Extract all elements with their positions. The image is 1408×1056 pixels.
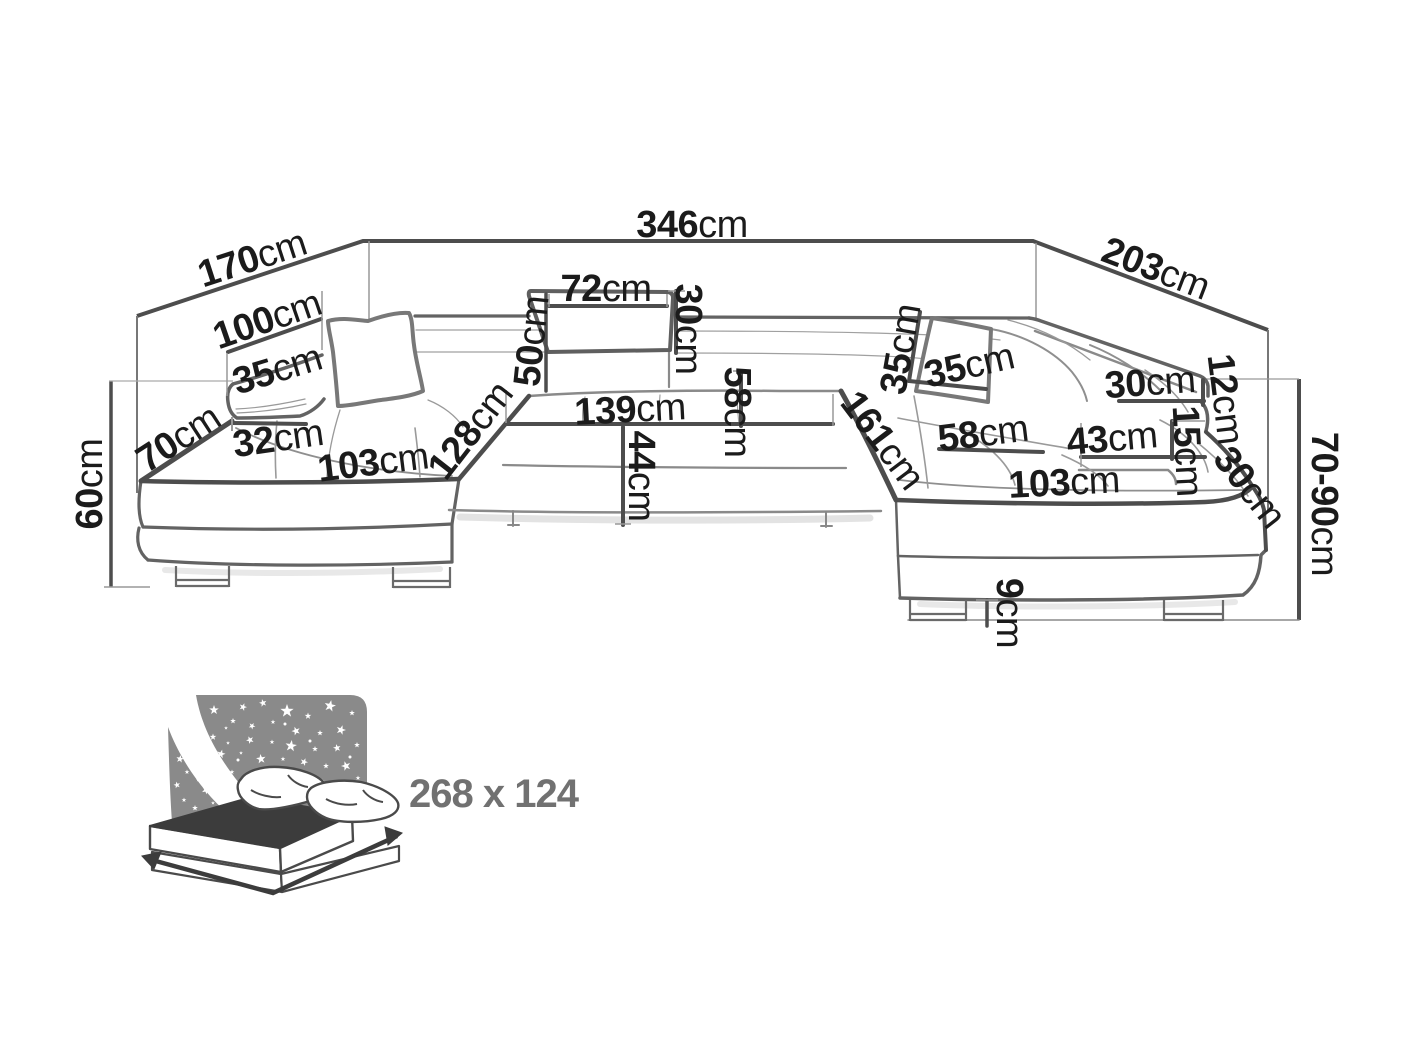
svg-text:30cm: 30cm: [1103, 359, 1197, 407]
svg-text:103cm: 103cm: [1007, 459, 1121, 507]
svg-text:72cm: 72cm: [561, 268, 652, 310]
svg-text:70-90cm: 70-90cm: [1303, 432, 1345, 576]
svg-text:346cm: 346cm: [636, 204, 748, 246]
svg-text:44cm: 44cm: [620, 431, 662, 522]
svg-text:15cm: 15cm: [1164, 405, 1211, 498]
svg-text:43cm: 43cm: [1065, 414, 1159, 464]
svg-text:9cm: 9cm: [988, 578, 1030, 648]
svg-text:58cm: 58cm: [716, 367, 758, 458]
svg-text:139cm: 139cm: [573, 386, 687, 434]
svg-text:30cm: 30cm: [667, 284, 709, 375]
svg-text:50cm: 50cm: [506, 294, 557, 389]
svg-text:60cm: 60cm: [69, 439, 111, 530]
svg-text:268 x 124: 268 x 124: [409, 772, 580, 816]
